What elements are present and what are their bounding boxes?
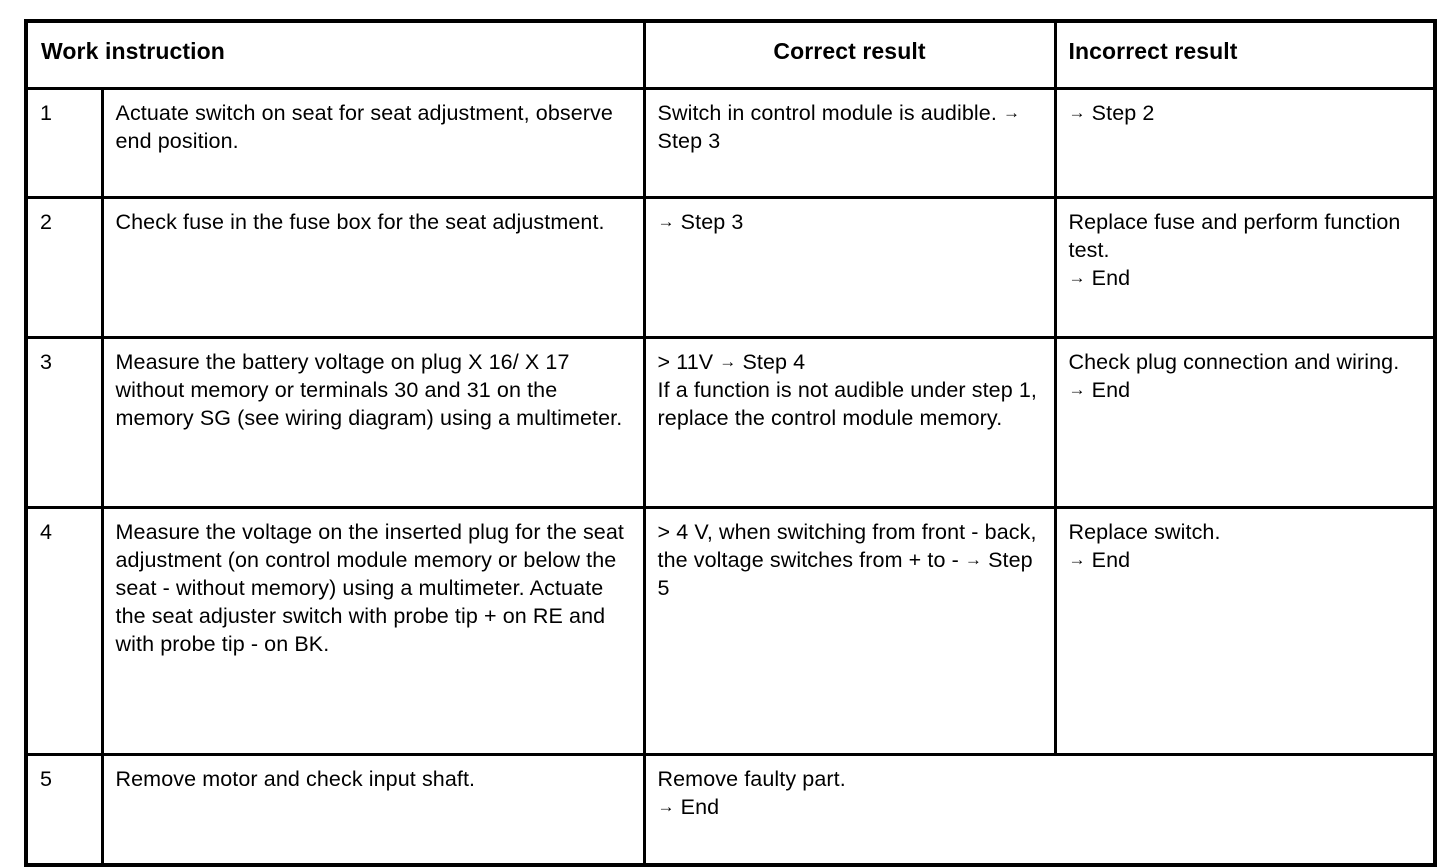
header-work-instruction: Work instruction — [24, 19, 646, 90]
table-row: 5 Remove motor and check input shaft. Re… — [24, 753, 1437, 867]
table-header-row: Work instruction Correct result Incorrec… — [24, 19, 1437, 90]
instruction-text: Measure the battery voltage on plug X 16… — [100, 336, 646, 509]
step-number: 2 — [24, 196, 104, 339]
incorrect-result-text: Check plug connection and wiring. → End — [1053, 336, 1437, 509]
right-arrow-icon: → — [657, 796, 675, 816]
table-row: 2 Check fuse in the fuse box for the sea… — [24, 196, 1437, 339]
right-arrow-icon: → — [1068, 549, 1086, 569]
incorrect-result-text: → Step 2 — [1053, 87, 1437, 199]
right-arrow-icon: → — [1068, 103, 1086, 122]
step-number: 3 — [24, 336, 104, 509]
step-number: 5 — [24, 753, 104, 867]
right-arrow-icon: → — [657, 212, 675, 231]
correct-result-text: Switch in control module is audible. → S… — [642, 87, 1057, 199]
right-arrow-icon: → — [1068, 379, 1086, 399]
correct-result-text: > 11V → Step 4 If a function is not audi… — [642, 336, 1057, 509]
instruction-text: Measure the voltage on the inserted plug… — [100, 506, 646, 756]
right-arrow-icon: → — [719, 352, 737, 371]
right-arrow-icon: → — [964, 549, 983, 569]
table-row: 4 Measure the voltage on the inserted pl… — [24, 506, 1437, 756]
step-number: 1 — [24, 87, 104, 199]
step-number: 4 — [24, 506, 104, 756]
correct-result-text: > 4 V, when switching from front - back,… — [642, 506, 1057, 756]
instruction-text: Actuate switch on seat for seat adjustme… — [100, 87, 646, 199]
right-arrow-icon: → — [1068, 267, 1086, 287]
instruction-text: Remove motor and check input shaft. — [100, 753, 646, 867]
incorrect-result-text: Replace fuse and perform function test. … — [1053, 196, 1437, 339]
table-row: 3 Measure the battery voltage on plug X … — [24, 336, 1437, 509]
right-arrow-icon: → — [1003, 103, 1021, 122]
correct-result-text: Remove faulty part. → End — [642, 753, 1437, 867]
work-instruction-table: Work instruction Correct result Incorrec… — [24, 19, 1437, 867]
table-row: 1 Actuate switch on seat for seat adjust… — [24, 87, 1437, 199]
header-incorrect-result: Incorrect result — [1053, 19, 1437, 90]
incorrect-result-text: Replace switch. → End — [1053, 506, 1437, 756]
correct-result-text: → Step 3 — [642, 196, 1057, 339]
header-correct-result: Correct result — [642, 19, 1057, 90]
instruction-text: Check fuse in the fuse box for the seat … — [100, 196, 646, 339]
